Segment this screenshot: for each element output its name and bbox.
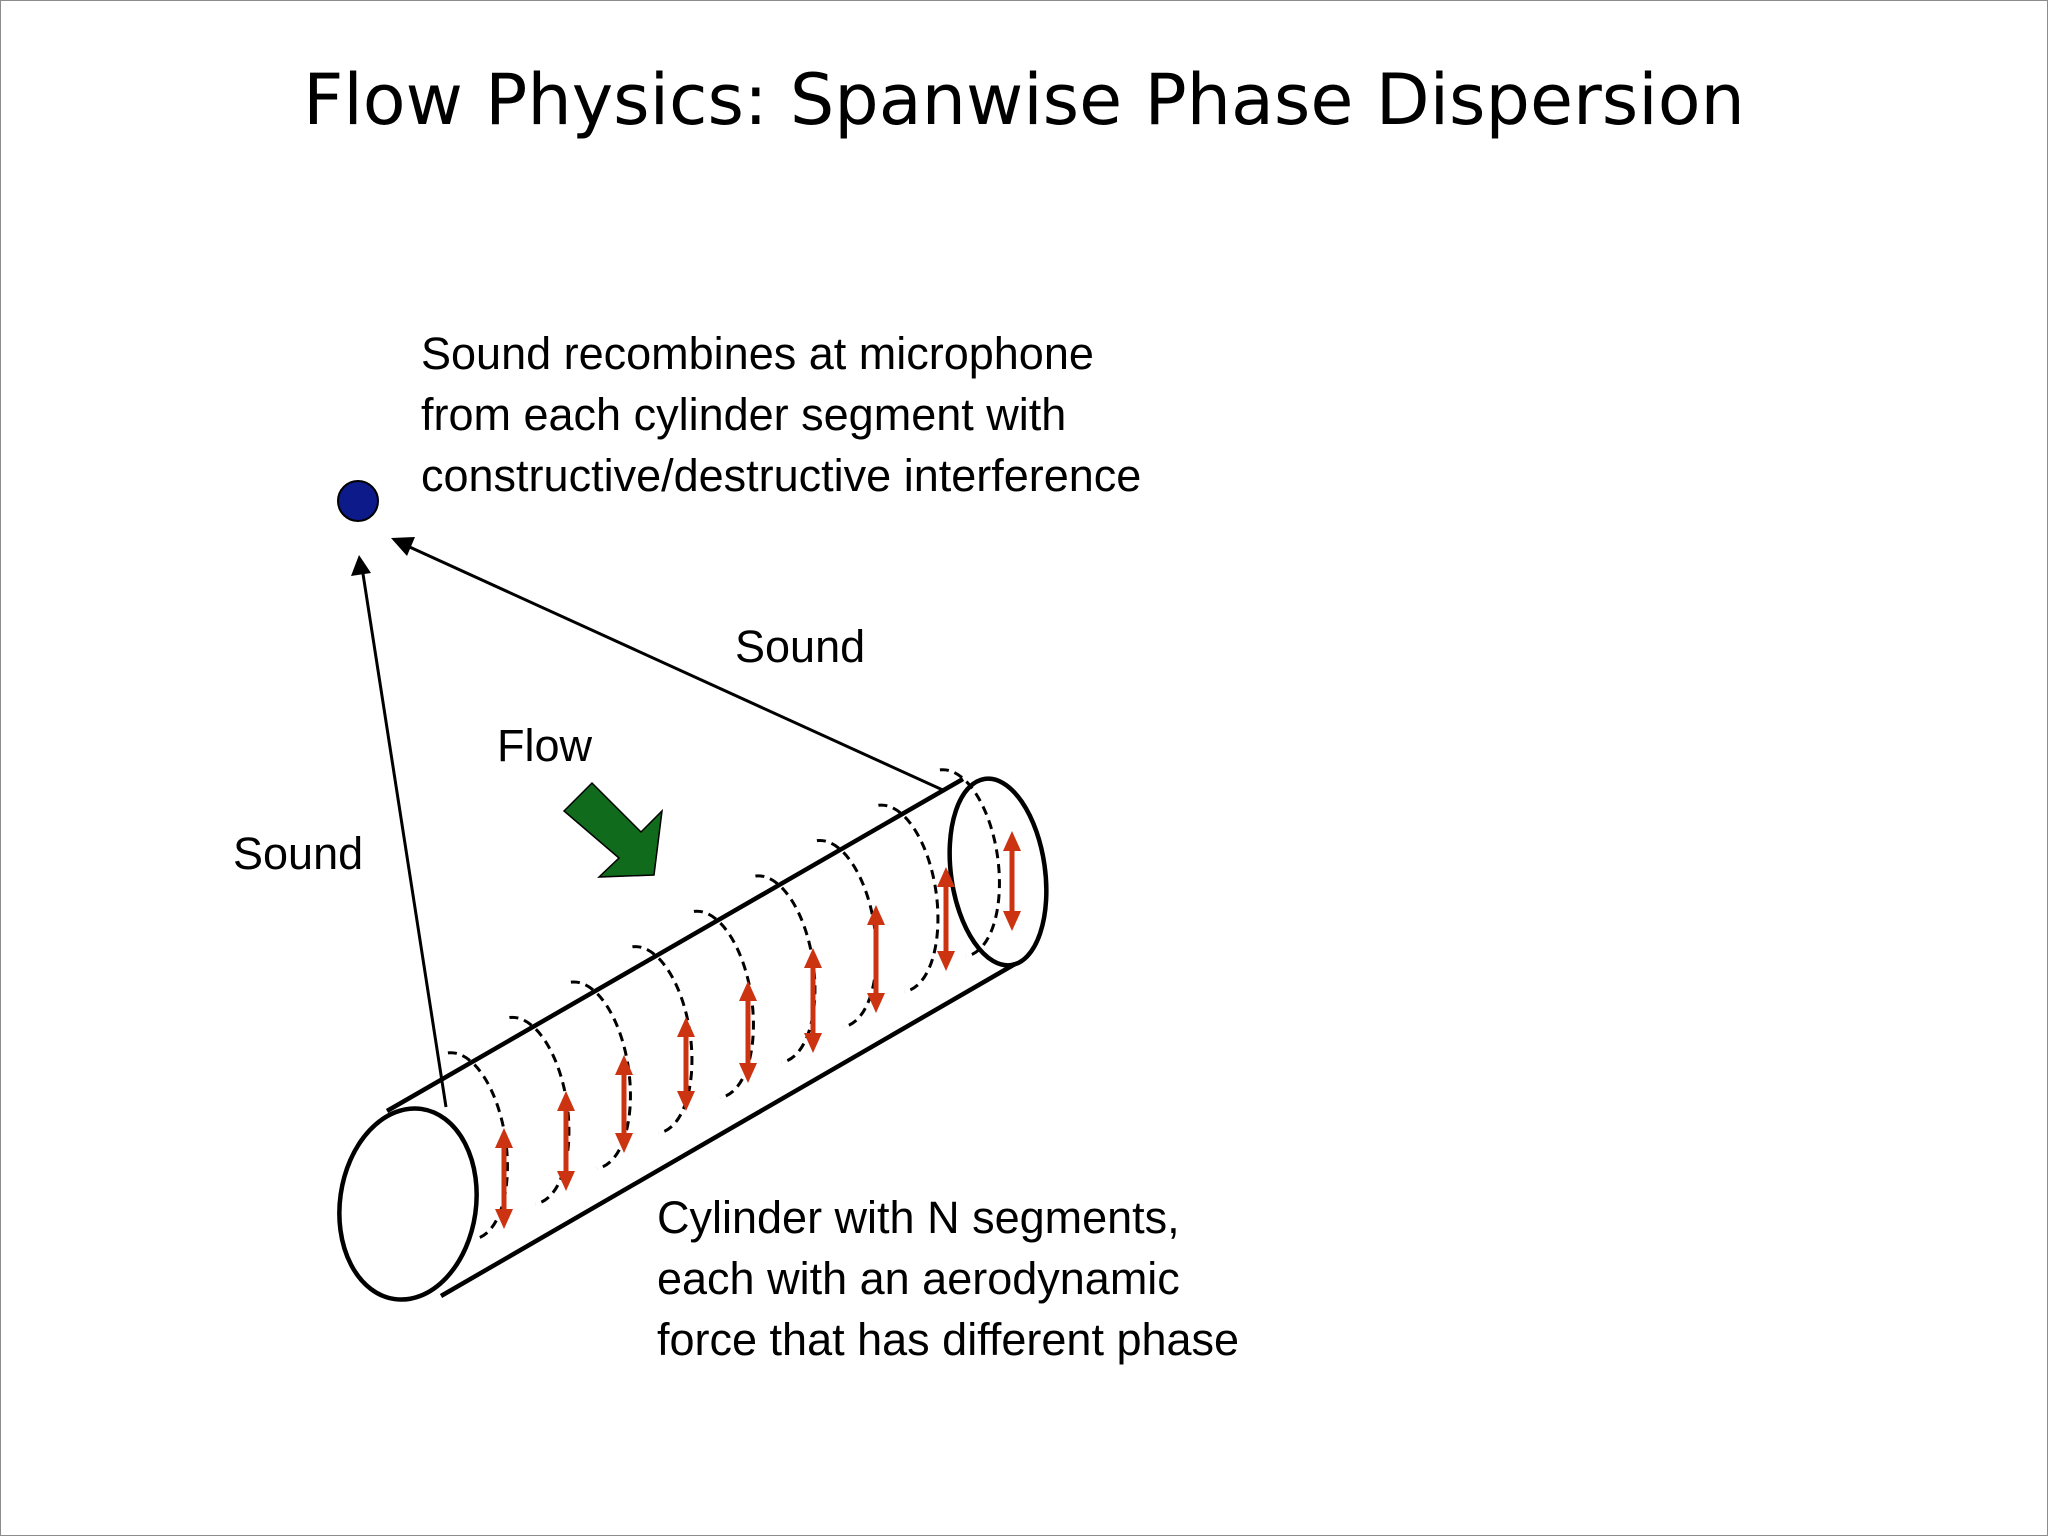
double-arrow-icon [804,948,822,1053]
cylinder-segments [447,768,1001,1241]
sound-ray-left [359,560,448,1108]
sound-ray-right-arrowhead [391,537,415,556]
double-arrow-icon [937,867,955,971]
double-arrow-icon [557,1091,575,1191]
cylinder-bottom-edge [439,962,1017,1298]
microphone-note-line: constructive/destructive interference [421,450,1142,501]
double-arrow-icon [739,981,757,1083]
cylinder-top-edge [385,777,965,1113]
cylinder-note-line: each with an aerodynamic [657,1253,1180,1304]
force-arrows [495,831,1021,1229]
flow-arrow-icon [562,781,664,878]
segment-boundary [878,803,940,993]
microphone-dot-icon [337,480,379,522]
flow-label: Flow [497,720,593,771]
double-arrow-icon [615,1055,633,1153]
double-arrow-icon [867,905,885,1013]
microphone-note: Sound recombines at microphone from each… [421,323,1141,506]
cylinder-note-line: Cylinder with N segments, [657,1192,1180,1243]
double-arrow-icon [495,1128,513,1229]
cylinder-far-end-cap [947,776,1049,968]
sound-label-left: Sound [233,828,364,879]
double-arrow-icon [677,1017,695,1111]
page-title: Flow Physics: Spanwise Phase Dispersion [303,59,1745,141]
cylinder-near-end-cap [337,1106,479,1302]
microphone-note-line: Sound recombines at microphone [421,328,1094,379]
cylinder-note-line: force that has different phase [657,1314,1240,1365]
microphone-note-line: from each cylinder segment with [421,389,1067,440]
cylinder-note: Cylinder with N segments, each with an a… [657,1187,1239,1370]
sound-ray-left-arrowhead [351,555,371,576]
double-arrow-icon [1003,831,1021,931]
sound-label-right: Sound [735,621,866,672]
sound-ray-right [402,542,946,793]
segment-boundary [939,768,1001,958]
